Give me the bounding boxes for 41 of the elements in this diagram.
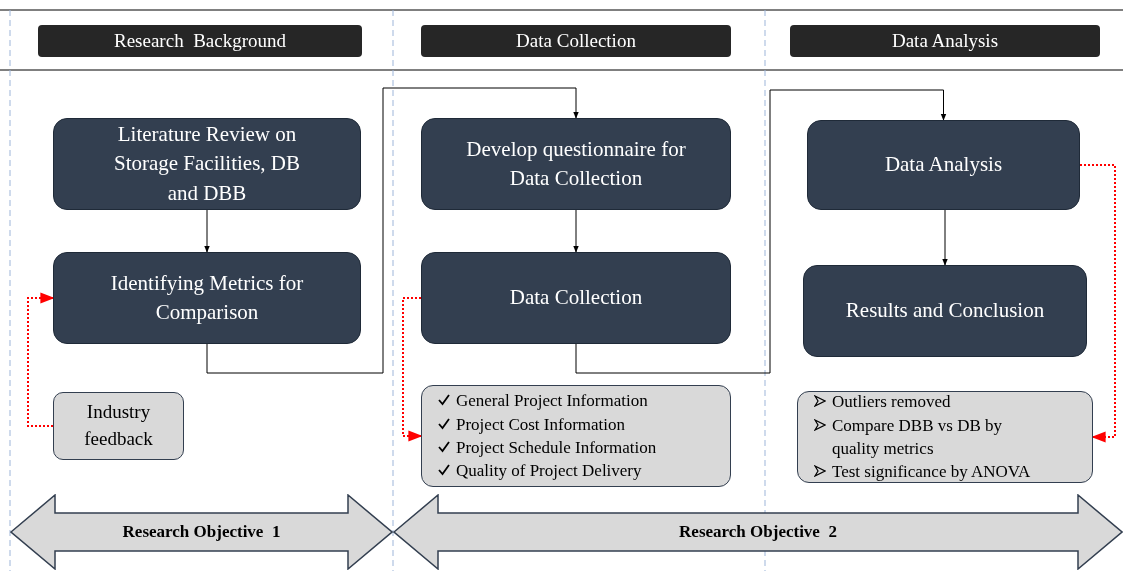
arrow (27, 292, 55, 427)
arrow (204, 209, 210, 253)
box-label: Industry feedback (83, 400, 154, 451)
list-item: Quality of Project Delivery (456, 460, 642, 483)
header-label: Data Analysis (891, 30, 999, 52)
process-box (807, 120, 1080, 210)
list-box (421, 385, 731, 487)
list-item: General Project Information (456, 390, 648, 413)
arrow (1079, 164, 1116, 443)
box-label: Identifying Metrics for Comparison (109, 269, 305, 326)
process-box (421, 252, 731, 344)
header-label: Research Background (114, 30, 286, 52)
list-item: Test significance by ANOVA (832, 461, 1031, 484)
double-arrow-banner (393, 494, 1123, 570)
section-header (38, 25, 362, 57)
banner-label: Research Objective 2 (679, 522, 837, 542)
list-item: Project Schedule Information (456, 437, 657, 459)
box-label: Data Collection (509, 284, 643, 312)
double-arrow-banner (10, 494, 393, 570)
header-label: Data Collection (516, 30, 636, 52)
list-item: Project Cost Information (456, 413, 626, 436)
process-box (421, 118, 731, 210)
process-box (803, 265, 1087, 357)
box-label: Data Analysis (884, 151, 1003, 179)
process-box (53, 118, 361, 210)
section-header (421, 25, 731, 57)
list-item: Compare DBB vs DB by quality metrics (832, 414, 1003, 460)
process-box (53, 252, 361, 344)
arrow (402, 297, 423, 442)
arrow (573, 209, 579, 253)
banner-label: Research Objective 1 (122, 522, 281, 542)
arrow (206, 87, 579, 374)
box-label: Develop questionnaire for Data Collection (465, 135, 687, 192)
arrow (575, 89, 947, 374)
box-label: Literature Review on Storage Facilities, DB and DBB (112, 120, 302, 207)
list-box (797, 391, 1093, 483)
arrow (942, 209, 948, 266)
list-item: Outliers removed (832, 391, 951, 414)
box-label: Results and Conclusion (845, 297, 1045, 325)
section-header (790, 25, 1100, 57)
note-box (53, 392, 184, 460)
